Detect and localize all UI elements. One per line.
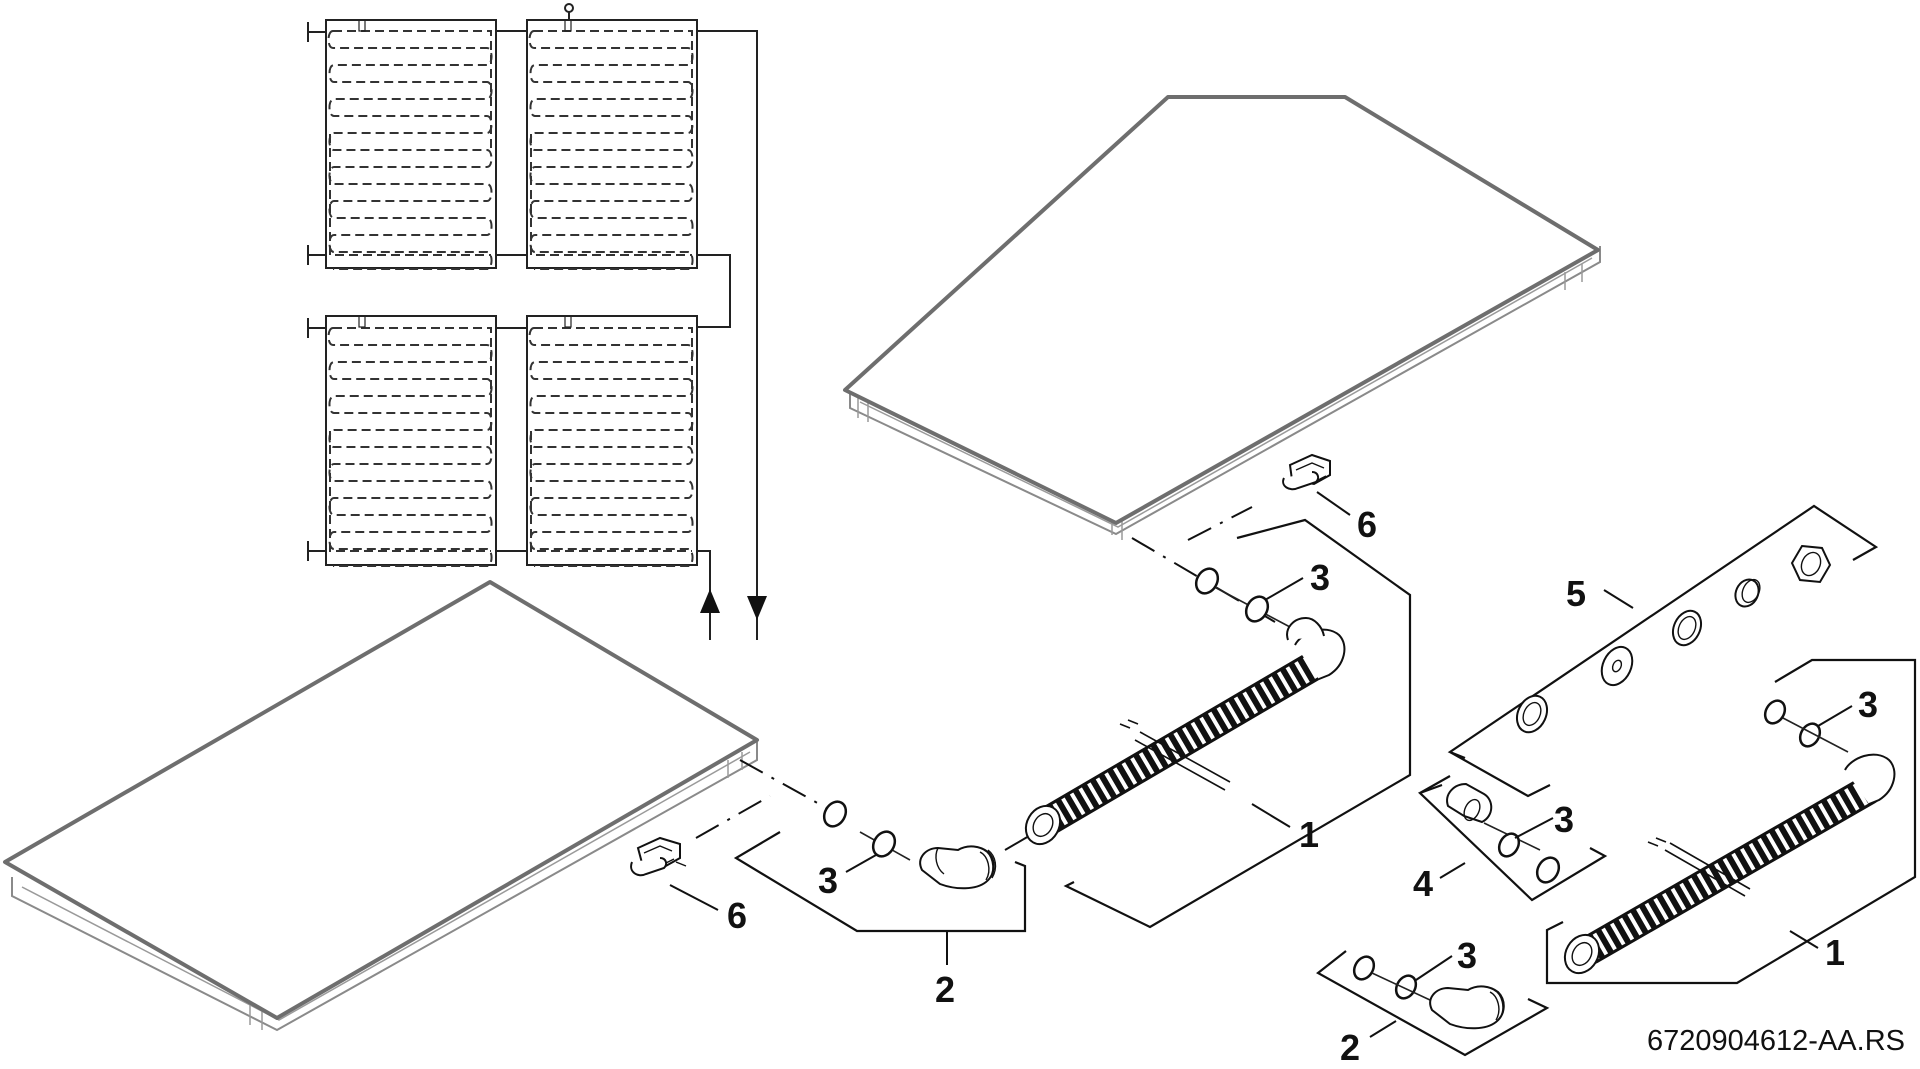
straight-connector	[1446, 782, 1541, 851]
kit-bracket-part-4	[1417, 783, 1608, 902]
callout-part-2-right: 2	[1340, 1027, 1360, 1068]
callout-part-4: 4	[1413, 863, 1433, 904]
schematic-collector-r1c2	[526, 3, 698, 270]
callout-part-3-kit-4: 3	[1554, 799, 1574, 840]
collector-glass-surface	[843, 95, 1600, 525]
schematic-collector-r1c1	[325, 19, 497, 270]
solar-collector-lower	[3, 580, 759, 1032]
o-ring-kit-2-1	[1352, 955, 1376, 981]
kit-bracket-part-3-right-kit	[1545, 658, 1917, 985]
assembly-axes	[695, 506, 1291, 861]
o-ring-center-1	[1194, 567, 1220, 595]
kit-bracket-part-5	[1447, 504, 1879, 760]
kit-bracket-part-2-center	[733, 831, 1027, 933]
o-ring-center-4	[871, 830, 897, 858]
callout-part-1-right: 1	[1825, 932, 1845, 973]
flexible-hose-center	[1024, 616, 1346, 846]
schematic-collector-r2c1	[325, 315, 497, 567]
callout-part-3-kit-right: 3	[1858, 684, 1878, 725]
flow-up-arrow-icon	[700, 589, 720, 613]
flat-washer	[1600, 645, 1634, 687]
callout-part-3-center-lower: 3	[818, 860, 838, 901]
hex-nut	[1790, 544, 1832, 584]
sealing-washer	[1515, 694, 1549, 734]
plug	[1734, 578, 1761, 608]
retaining-clip-lower	[630, 836, 687, 877]
o-ring-kit-2-2	[1394, 974, 1418, 1000]
flow-down-arrow-icon	[747, 596, 767, 620]
callout-part-3-kit-2: 3	[1457, 935, 1477, 976]
kit-bracket-part-1-center	[1063, 518, 1412, 929]
callout-part-1-upper: 1	[1299, 814, 1319, 855]
callout-part-6-upper: 6	[1357, 504, 1377, 545]
flat-gasket-kit-4	[1535, 856, 1561, 884]
retaining-clip-upper	[1282, 453, 1331, 491]
callout-part-5: 5	[1566, 573, 1586, 614]
callout-part-3-center-upper: 3	[1310, 557, 1330, 598]
collector-glass-surface	[3, 580, 759, 1020]
solar-collector-upper	[843, 95, 1601, 540]
o-ring-center-2	[1244, 595, 1270, 623]
kit-bracket-part-2-right	[1316, 950, 1550, 1057]
schematic-piping	[307, 22, 767, 640]
flexible-hose-right	[1563, 753, 1896, 975]
elbow-connector-center	[919, 845, 997, 890]
lock-washer	[1671, 609, 1703, 647]
fastener-set	[1515, 544, 1832, 734]
absorber-meander	[327, 30, 493, 270]
schematic-collector-r2c2	[526, 315, 698, 567]
o-ring-kit-4	[1497, 832, 1521, 858]
o-ring-kit-right-1	[1763, 699, 1787, 725]
air-vent-icon	[564, 3, 574, 13]
callout-part-6-lower: 6	[727, 895, 747, 936]
document-number: 6720904612-AA.RS	[1647, 1025, 1905, 1057]
callout-part-2-center: 2	[935, 969, 955, 1010]
elbow-connector-right	[1429, 985, 1505, 1030]
o-ring-center-3	[822, 800, 848, 828]
collector-field-schematic	[307, 3, 767, 640]
